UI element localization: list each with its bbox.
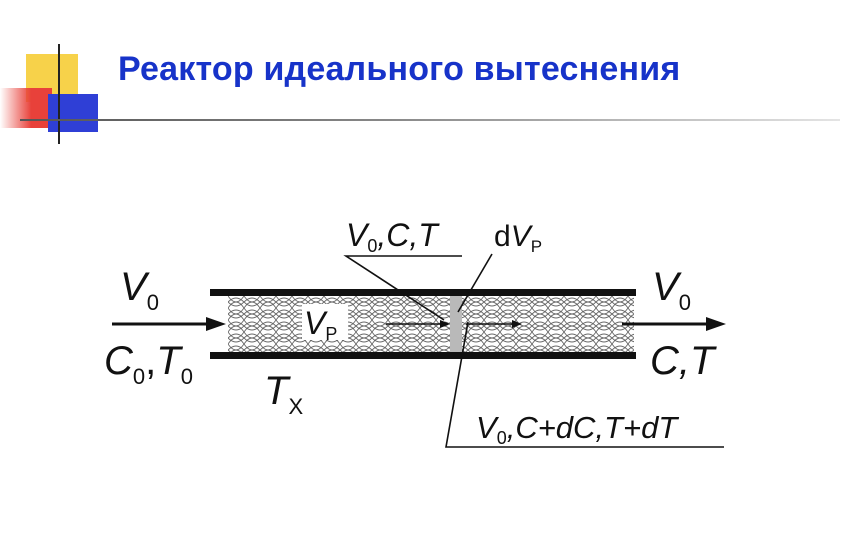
- outlet-conditions-label: C,T: [650, 339, 717, 383]
- wall-temperature-label: TX: [264, 369, 303, 419]
- reactor-wall-bottom: [210, 352, 636, 359]
- outlet-arrow-head: [706, 317, 726, 331]
- outlet-flow-label: V0: [652, 265, 691, 315]
- element-volume-label: dVP: [494, 220, 542, 256]
- leader-element-outlet: [445, 321, 724, 448]
- inlet-arrow-head: [206, 317, 226, 331]
- internal-flow-arrow-in-head: [440, 320, 450, 328]
- differential-element: [450, 296, 462, 352]
- reactor-volume-label: VP: [304, 305, 337, 344]
- internal-flow-arrow-out-head: [512, 320, 522, 328]
- decor-blue-square: [48, 94, 98, 132]
- title-underline: [20, 119, 840, 121]
- inlet-flow-label: V0: [120, 265, 159, 315]
- reactor-wall-top: [210, 289, 636, 296]
- leader-element-inlet: [343, 255, 462, 321]
- inlet-conditions-label: C0,T0: [104, 339, 193, 389]
- element-outlet-label: V0,C+dC,T+dT: [476, 410, 679, 448]
- slide-title: Реактор идеального вытеснения: [118, 50, 681, 88]
- decor-vertical-line: [58, 44, 60, 144]
- decor-red-square: [0, 88, 52, 128]
- leader-element-volume: [457, 253, 493, 313]
- element-inlet-label: V0,C,T: [346, 217, 440, 256]
- reactor-volume-label-bg: [302, 304, 348, 340]
